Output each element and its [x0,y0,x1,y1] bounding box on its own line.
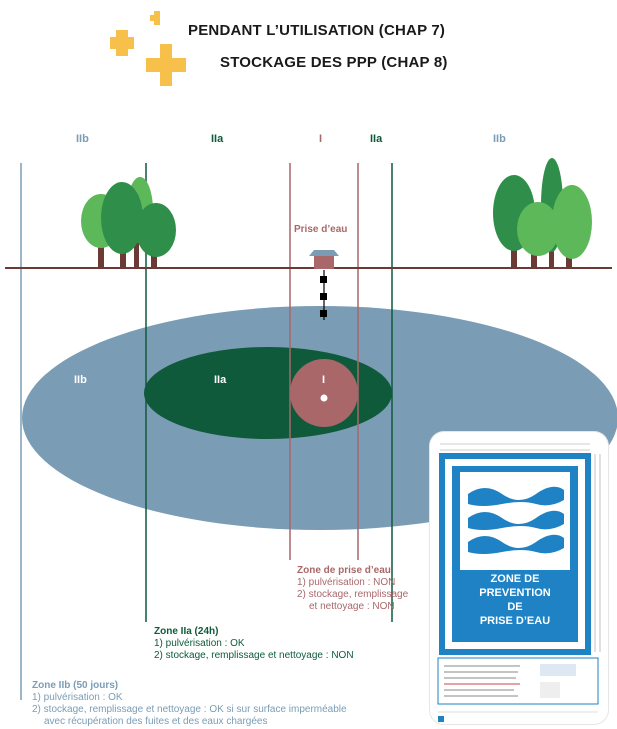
legend-zone-iia: Zone IIa (24h) 1) pulvérisation : OK 2) … [154,626,354,662]
trees-right [493,158,592,268]
legend-zone-i-line2: 2) stockage, remplissage [297,589,408,601]
legend-zone-iib-line3: avec récupération des fuites et des eaux… [32,716,347,728]
map-label-iia: IIa [214,374,226,386]
legend-zone-i-line1: 1) pulvérisation : NON [297,577,408,589]
legend-zone-iib-line2: 2) stockage, remplissage et nettoyage : … [32,704,347,716]
legend-zone-iia-title: Zone IIa (24h) [154,626,354,638]
legend-zone-i-line3: et nettoyage : NON [297,601,408,613]
sign-text-line4: PRISE D’EAU [452,614,578,628]
top-label-i: I [319,133,322,145]
sign-text-line2: PREVENTION [452,586,578,600]
sign-text-line1: ZONE DE [452,572,578,586]
map-label-iib: IIb [74,374,87,386]
zone-i-circle [290,359,358,427]
legend-zone-i: Zone de prise d’eau 1) pulvérisation : N… [297,565,408,613]
legend-zone-iia-line1: 1) pulvérisation : OK [154,638,354,650]
legend-zone-iia-line2: 2) stockage, remplissage et nettoyage : … [154,650,354,662]
water-intake-label: Prise d’eau [294,224,347,235]
top-label-iia-left: IIa [211,133,223,145]
top-label-iib-left: IIb [76,133,89,145]
sign-text: ZONE DE PREVENTION DE PRISE D’EAU [452,572,578,628]
legend-zone-iib-line1: 1) pulvérisation : OK [32,692,347,704]
water-point-dot [321,395,328,402]
sign-text-line3: DE [452,600,578,614]
map-label-i: I [322,374,325,386]
top-label-iia-right: IIa [370,133,382,145]
legend-zone-i-title: Zone de prise d’eau [297,565,408,577]
trees-left [81,177,176,268]
legend-zone-iib-title: Zone IIb (50 jours) [32,680,347,692]
top-label-iib-right: IIb [493,133,506,145]
legend-zone-iib: Zone IIb (50 jours) 1) pulvérisation : O… [32,680,347,728]
sign-panel: ZONE DE PREVENTION DE PRISE D’EAU [430,432,608,724]
